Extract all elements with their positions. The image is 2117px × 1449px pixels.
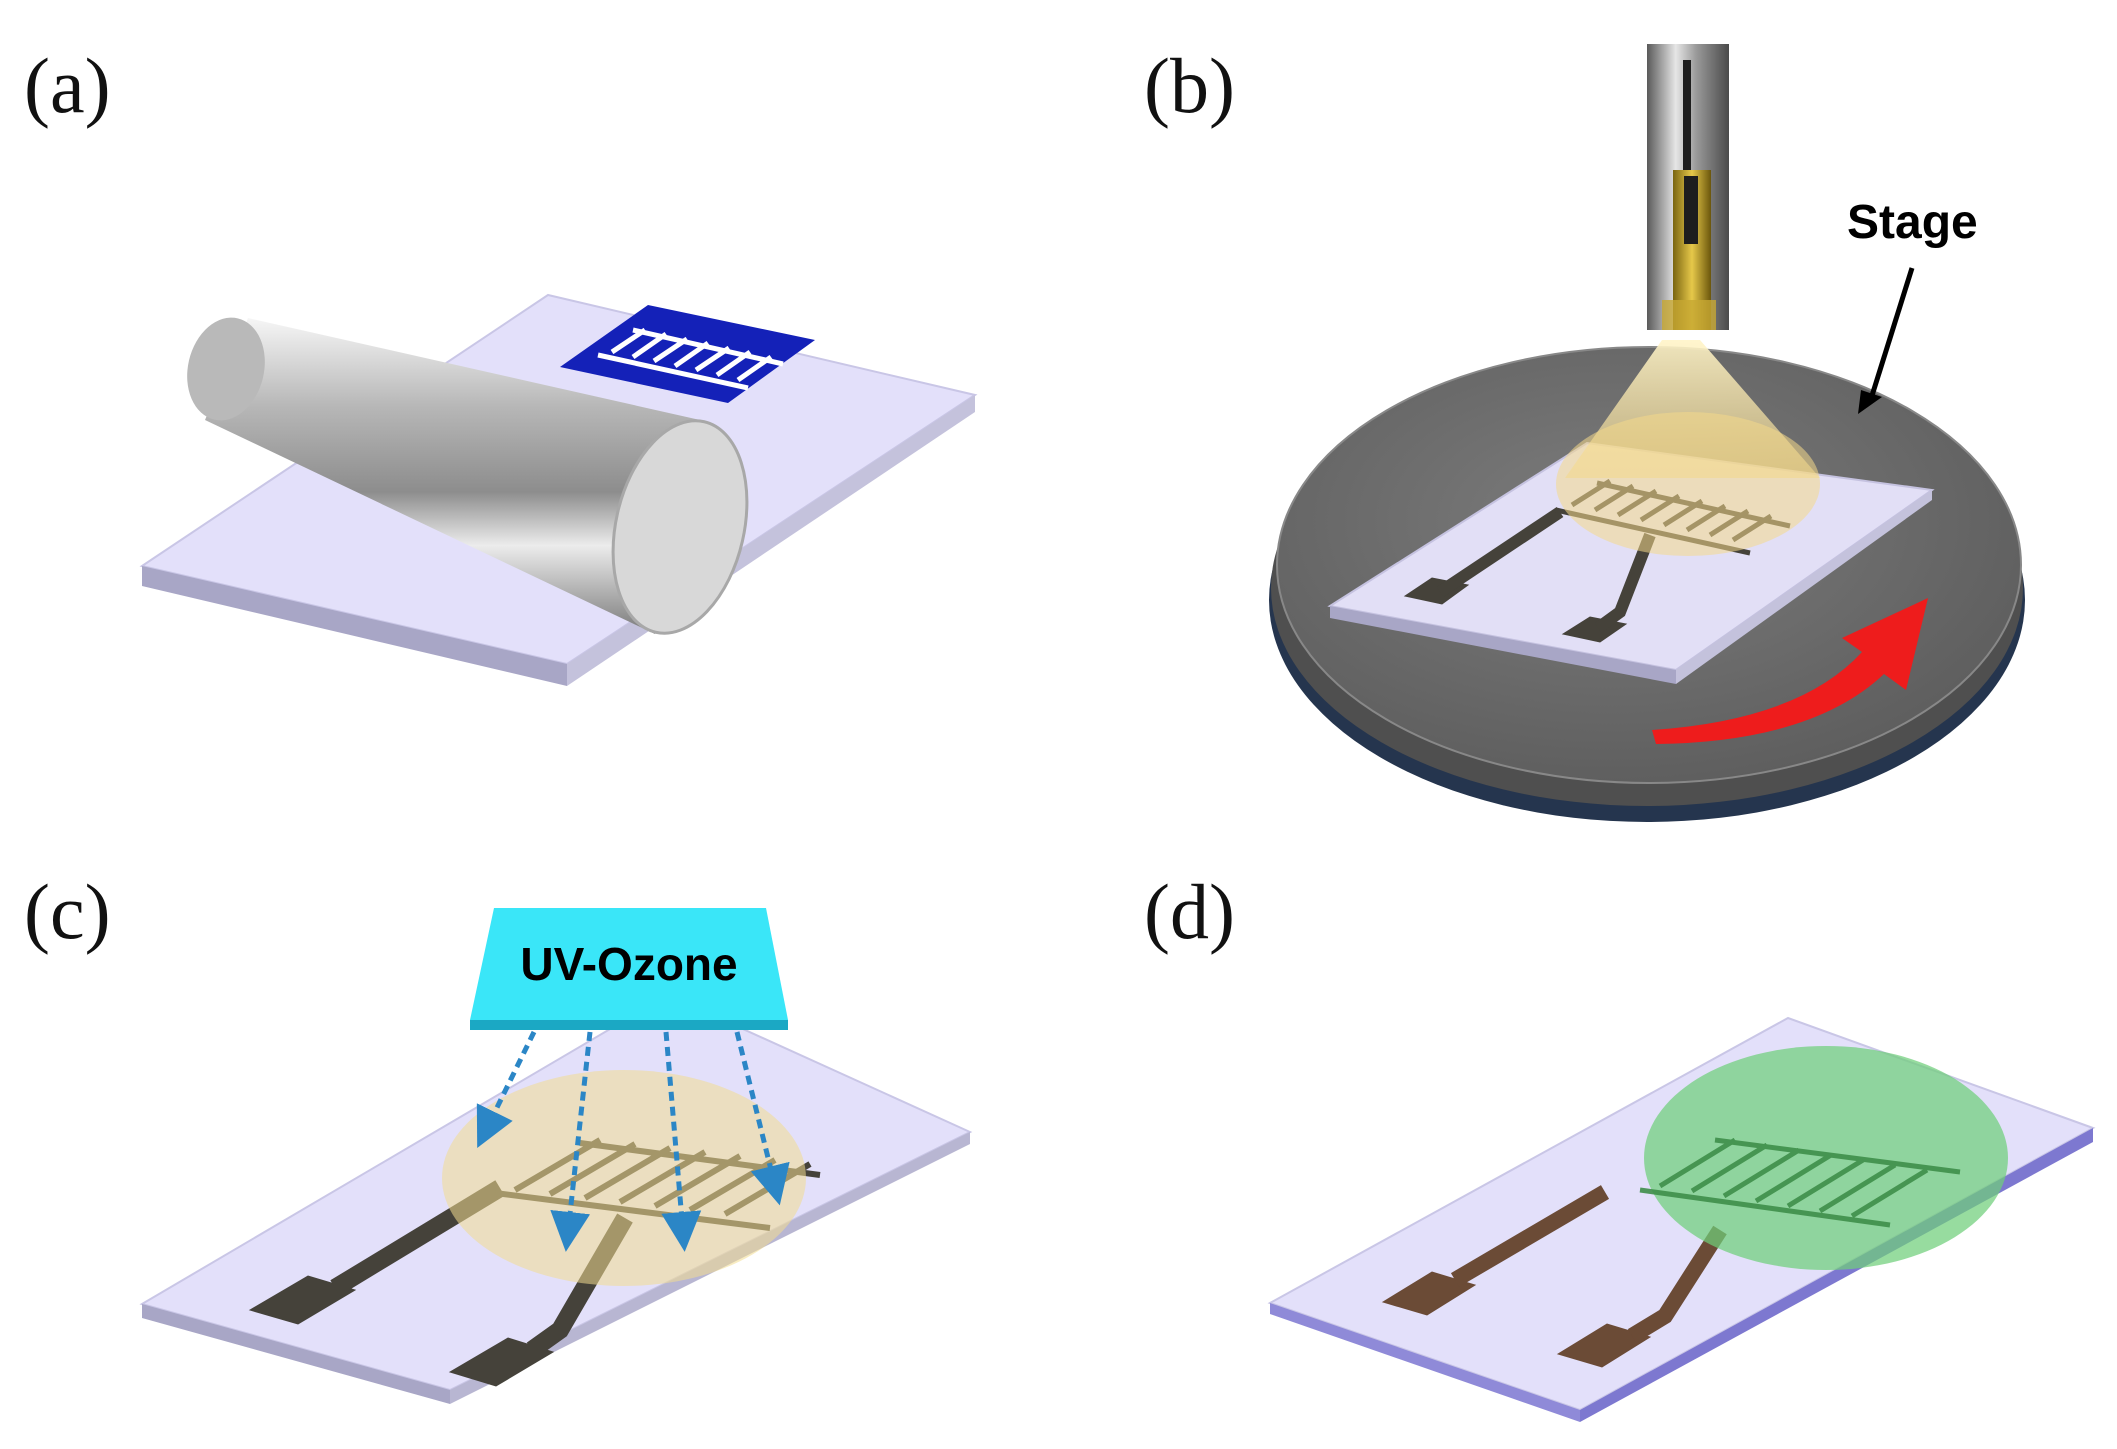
spray-nozzle-icon — [1647, 44, 1729, 330]
electrode-pattern-d — [1381, 1185, 1727, 1368]
panel-b: (b) — [1144, 42, 2025, 822]
rotation-arrow-icon — [1652, 598, 1928, 744]
panel-d: (d) — [1144, 868, 2096, 1422]
panel-label-b: (b) — [1144, 42, 1235, 129]
uv-beam-3 — [661, 1031, 702, 1252]
uv-beam-2 — [550, 1031, 593, 1252]
uv-lamp-icon: UV-Ozone — [470, 908, 788, 1030]
stage-callout: Stage — [1847, 196, 1978, 249]
interdigit-pattern-d — [1639, 1137, 1961, 1228]
uv-beam-1 — [476, 1030, 537, 1148]
panel-c: (c) UV-Ozone — [24, 868, 973, 1404]
coating-film-c — [442, 1070, 806, 1286]
panel-label-a: (a) — [24, 42, 111, 129]
stage-pointer-head — [1858, 390, 1882, 414]
spray-cone — [1556, 340, 1820, 556]
shadow-mask-a — [560, 305, 815, 403]
uv-ozone-label: UV-Ozone — [520, 938, 737, 990]
uv-beam-arrows — [476, 1030, 790, 1252]
roller-icon — [187, 317, 749, 635]
panel-label-c: (c) — [24, 868, 111, 955]
stage-pointer-line — [1867, 267, 1915, 403]
panel-a: (a) — [24, 42, 978, 686]
mask-electrode-pattern — [597, 327, 784, 391]
panel-label-d: (d) — [1144, 868, 1235, 955]
uv-beam-4 — [734, 1031, 790, 1206]
